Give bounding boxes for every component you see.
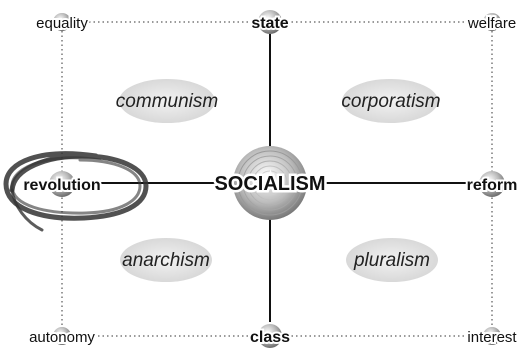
axis-label-state: state bbox=[251, 15, 288, 32]
axis-label-reform: reform bbox=[467, 177, 518, 194]
axis-label-class: class bbox=[250, 329, 290, 346]
quadrant-label-anarchism: anarchism bbox=[122, 250, 210, 271]
corner-label-autonomy: autonomy bbox=[29, 329, 95, 346]
axis-label-revolution: revolution bbox=[23, 177, 100, 194]
quadrant-label-communism: communism bbox=[116, 91, 218, 112]
corner-label-equality: equality bbox=[36, 15, 88, 32]
corner-label-interest: interest bbox=[467, 329, 517, 346]
quadrant-label-corporatism: corporatism bbox=[341, 91, 440, 112]
corner-label-welfare: welfare bbox=[467, 15, 516, 32]
center-label: SOCIALISM bbox=[214, 173, 325, 195]
quadrant-label-pluralism: pluralism bbox=[353, 250, 430, 271]
